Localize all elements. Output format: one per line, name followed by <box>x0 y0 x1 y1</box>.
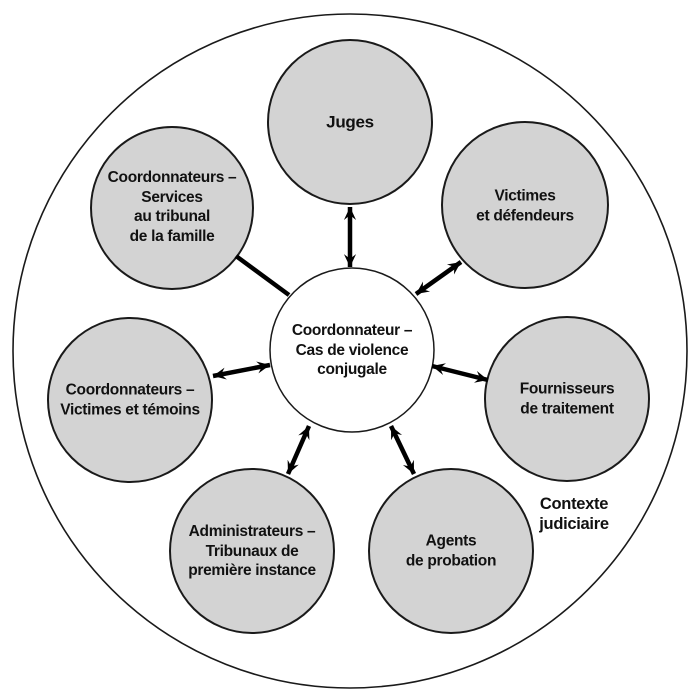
node-agents-probation-circle <box>368 468 534 634</box>
connector-hub-victimes-defendeurs <box>414 260 463 296</box>
connector-hub-agents-probation <box>388 425 417 475</box>
connector-hub-coordonnateurs-services-famille <box>234 254 291 297</box>
connector-hub-fournisseurs <box>431 363 489 383</box>
outer-context-circle <box>12 13 688 689</box>
node-coordonnateurs-services-famille-circle <box>90 126 254 290</box>
context-judiciaire-label: Contexte judiciaire <box>539 495 609 533</box>
node-fournisseurs-traitement-circle <box>484 316 650 482</box>
node-victimes-defendeurs-circle <box>441 121 609 289</box>
node-juges-circle <box>267 39 433 205</box>
node-coordonnateurs-victimes-temoins-circle <box>47 317 213 483</box>
connector-hub-coordonnateurs-victimes-temoins <box>212 361 271 380</box>
connector-hub-administrateurs <box>285 425 312 475</box>
node-administrateurs-circle <box>169 468 335 634</box>
hub-coordonnateur-circle <box>269 267 435 433</box>
